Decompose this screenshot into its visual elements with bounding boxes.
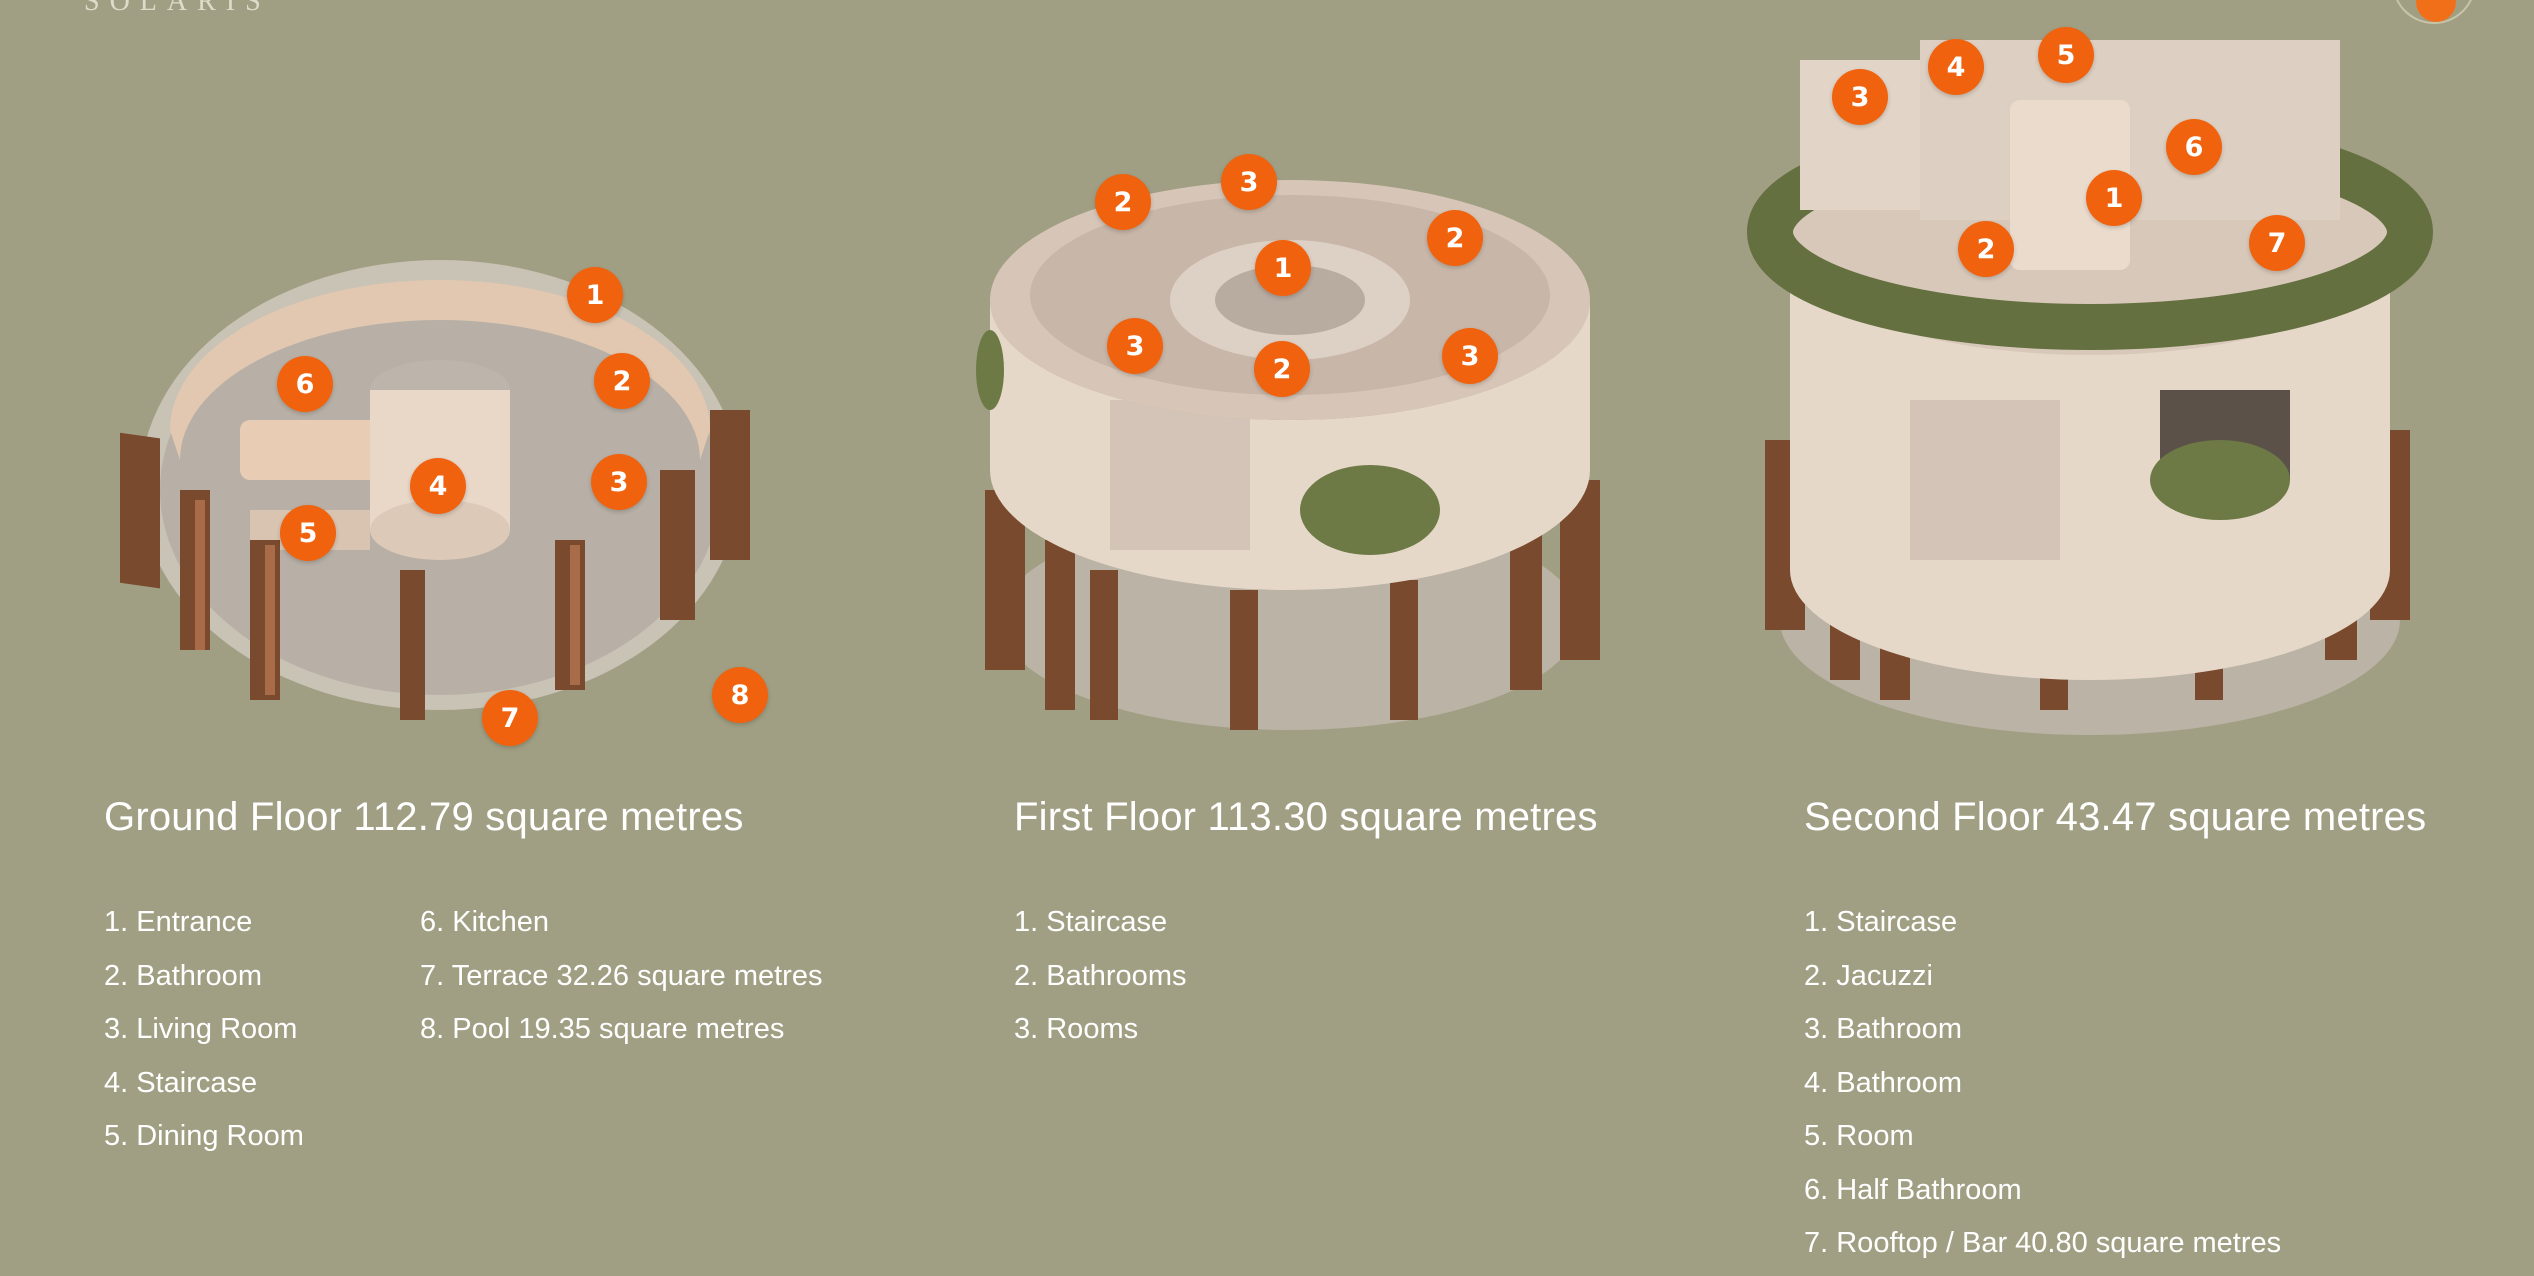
list-item: 2. Jacuzzi [1804, 959, 1933, 992]
marker-entrance[interactable]: 1 [567, 267, 623, 323]
marker-staircase[interactable]: 4 [410, 458, 466, 514]
marker-kitchen[interactable]: 6 [277, 356, 333, 412]
list-item: 4. Bathroom [1804, 1066, 1962, 1099]
list-item: 1. Entrance [104, 906, 253, 938]
marker-room-right[interactable]: 3 [1442, 328, 1498, 384]
ground-floor-list-col2: 6. Kitchen 7. Terrace 32.26 square metre… [420, 896, 822, 1057]
first-floor-title: First Floor 113.30 square metres [1014, 795, 1598, 839]
list-item: 4. Staircase [104, 1066, 258, 1099]
list-item: 3. Bathroom [1804, 1013, 1962, 1045]
marker-jacuzzi[interactable]: 2 [1958, 221, 2014, 277]
marker-room-left[interactable]: 3 [1107, 318, 1163, 374]
marker-bathroom-b[interactable]: 4 [1928, 39, 1984, 95]
first-floor-model: 1 2 2 2 3 3 3 [950, 150, 1650, 740]
marker-staircase[interactable]: 1 [1255, 240, 1311, 296]
list-item: 1. Staircase [1014, 906, 1168, 938]
ground-floor-model: 1 2 3 4 5 6 7 8 [100, 240, 780, 746]
second-floor-illustration [1747, 40, 2433, 735]
list-item: 6. Kitchen [420, 906, 549, 938]
list-item: 2. Bathroom [104, 959, 262, 992]
list-item: 6. Half Bathroom [1804, 1173, 2022, 1206]
brand-logo[interactable]: SOLARIS [84, 0, 271, 17]
list-item: 7. Rooftop / Bar 40.80 square metres [1804, 1227, 2282, 1259]
marker-half-bathroom[interactable]: 6 [2166, 119, 2222, 175]
list-item: 2. Bathrooms [1014, 959, 1187, 992]
marker-rooftop-bar[interactable]: 7 [2249, 215, 2305, 271]
ground-floor-title: Ground Floor 112.79 square metres [104, 795, 744, 839]
list-item: 5. Room [1804, 1120, 1914, 1152]
menu-dot-icon [2416, 0, 2456, 22]
list-item: 1. Staircase [1804, 906, 1958, 938]
marker-dining-room[interactable]: 5 [280, 505, 336, 561]
marker-bathroom-right[interactable]: 2 [1427, 210, 1483, 266]
second-floor-title: Second Floor 43.47 square metres [1804, 795, 2427, 839]
list-item: 3. Rooms [1014, 1013, 1139, 1045]
ground-floor-list-col1: 1. Entrance 2. Bathroom 3. Living Room 4… [104, 896, 304, 1164]
marker-bathroom[interactable]: 2 [594, 353, 650, 409]
marker-living-room[interactable]: 3 [591, 454, 647, 510]
marker-bathroom-left[interactable]: 2 [1095, 174, 1151, 230]
first-floor-list: 1. Staircase 2. Bathrooms 3. Rooms [1014, 896, 1186, 1057]
marker-bathroom-center[interactable]: 2 [1254, 341, 1310, 397]
first-floor-illustration [976, 180, 1600, 730]
second-floor-model: 1 2 3 4 5 6 7 [1740, 10, 2440, 740]
marker-terrace[interactable]: 7 [482, 690, 538, 746]
marker-room-top[interactable]: 3 [1221, 154, 1277, 210]
second-floor-list: 1. Staircase 2. Jacuzzi 3. Bathroom 4. B… [1804, 896, 2281, 1271]
marker-pool[interactable]: 8 [712, 667, 768, 723]
list-item: 3. Living Room [104, 1013, 298, 1045]
list-item: 5. Dining Room [104, 1120, 304, 1152]
marker-staircase[interactable]: 1 [2086, 170, 2142, 226]
marker-bathroom-a[interactable]: 3 [1832, 69, 1888, 125]
list-item: 8. Pool 19.35 square metres [420, 1013, 785, 1045]
marker-room[interactable]: 5 [2038, 27, 2094, 83]
list-item: 7. Terrace 32.26 square metres [420, 959, 823, 992]
